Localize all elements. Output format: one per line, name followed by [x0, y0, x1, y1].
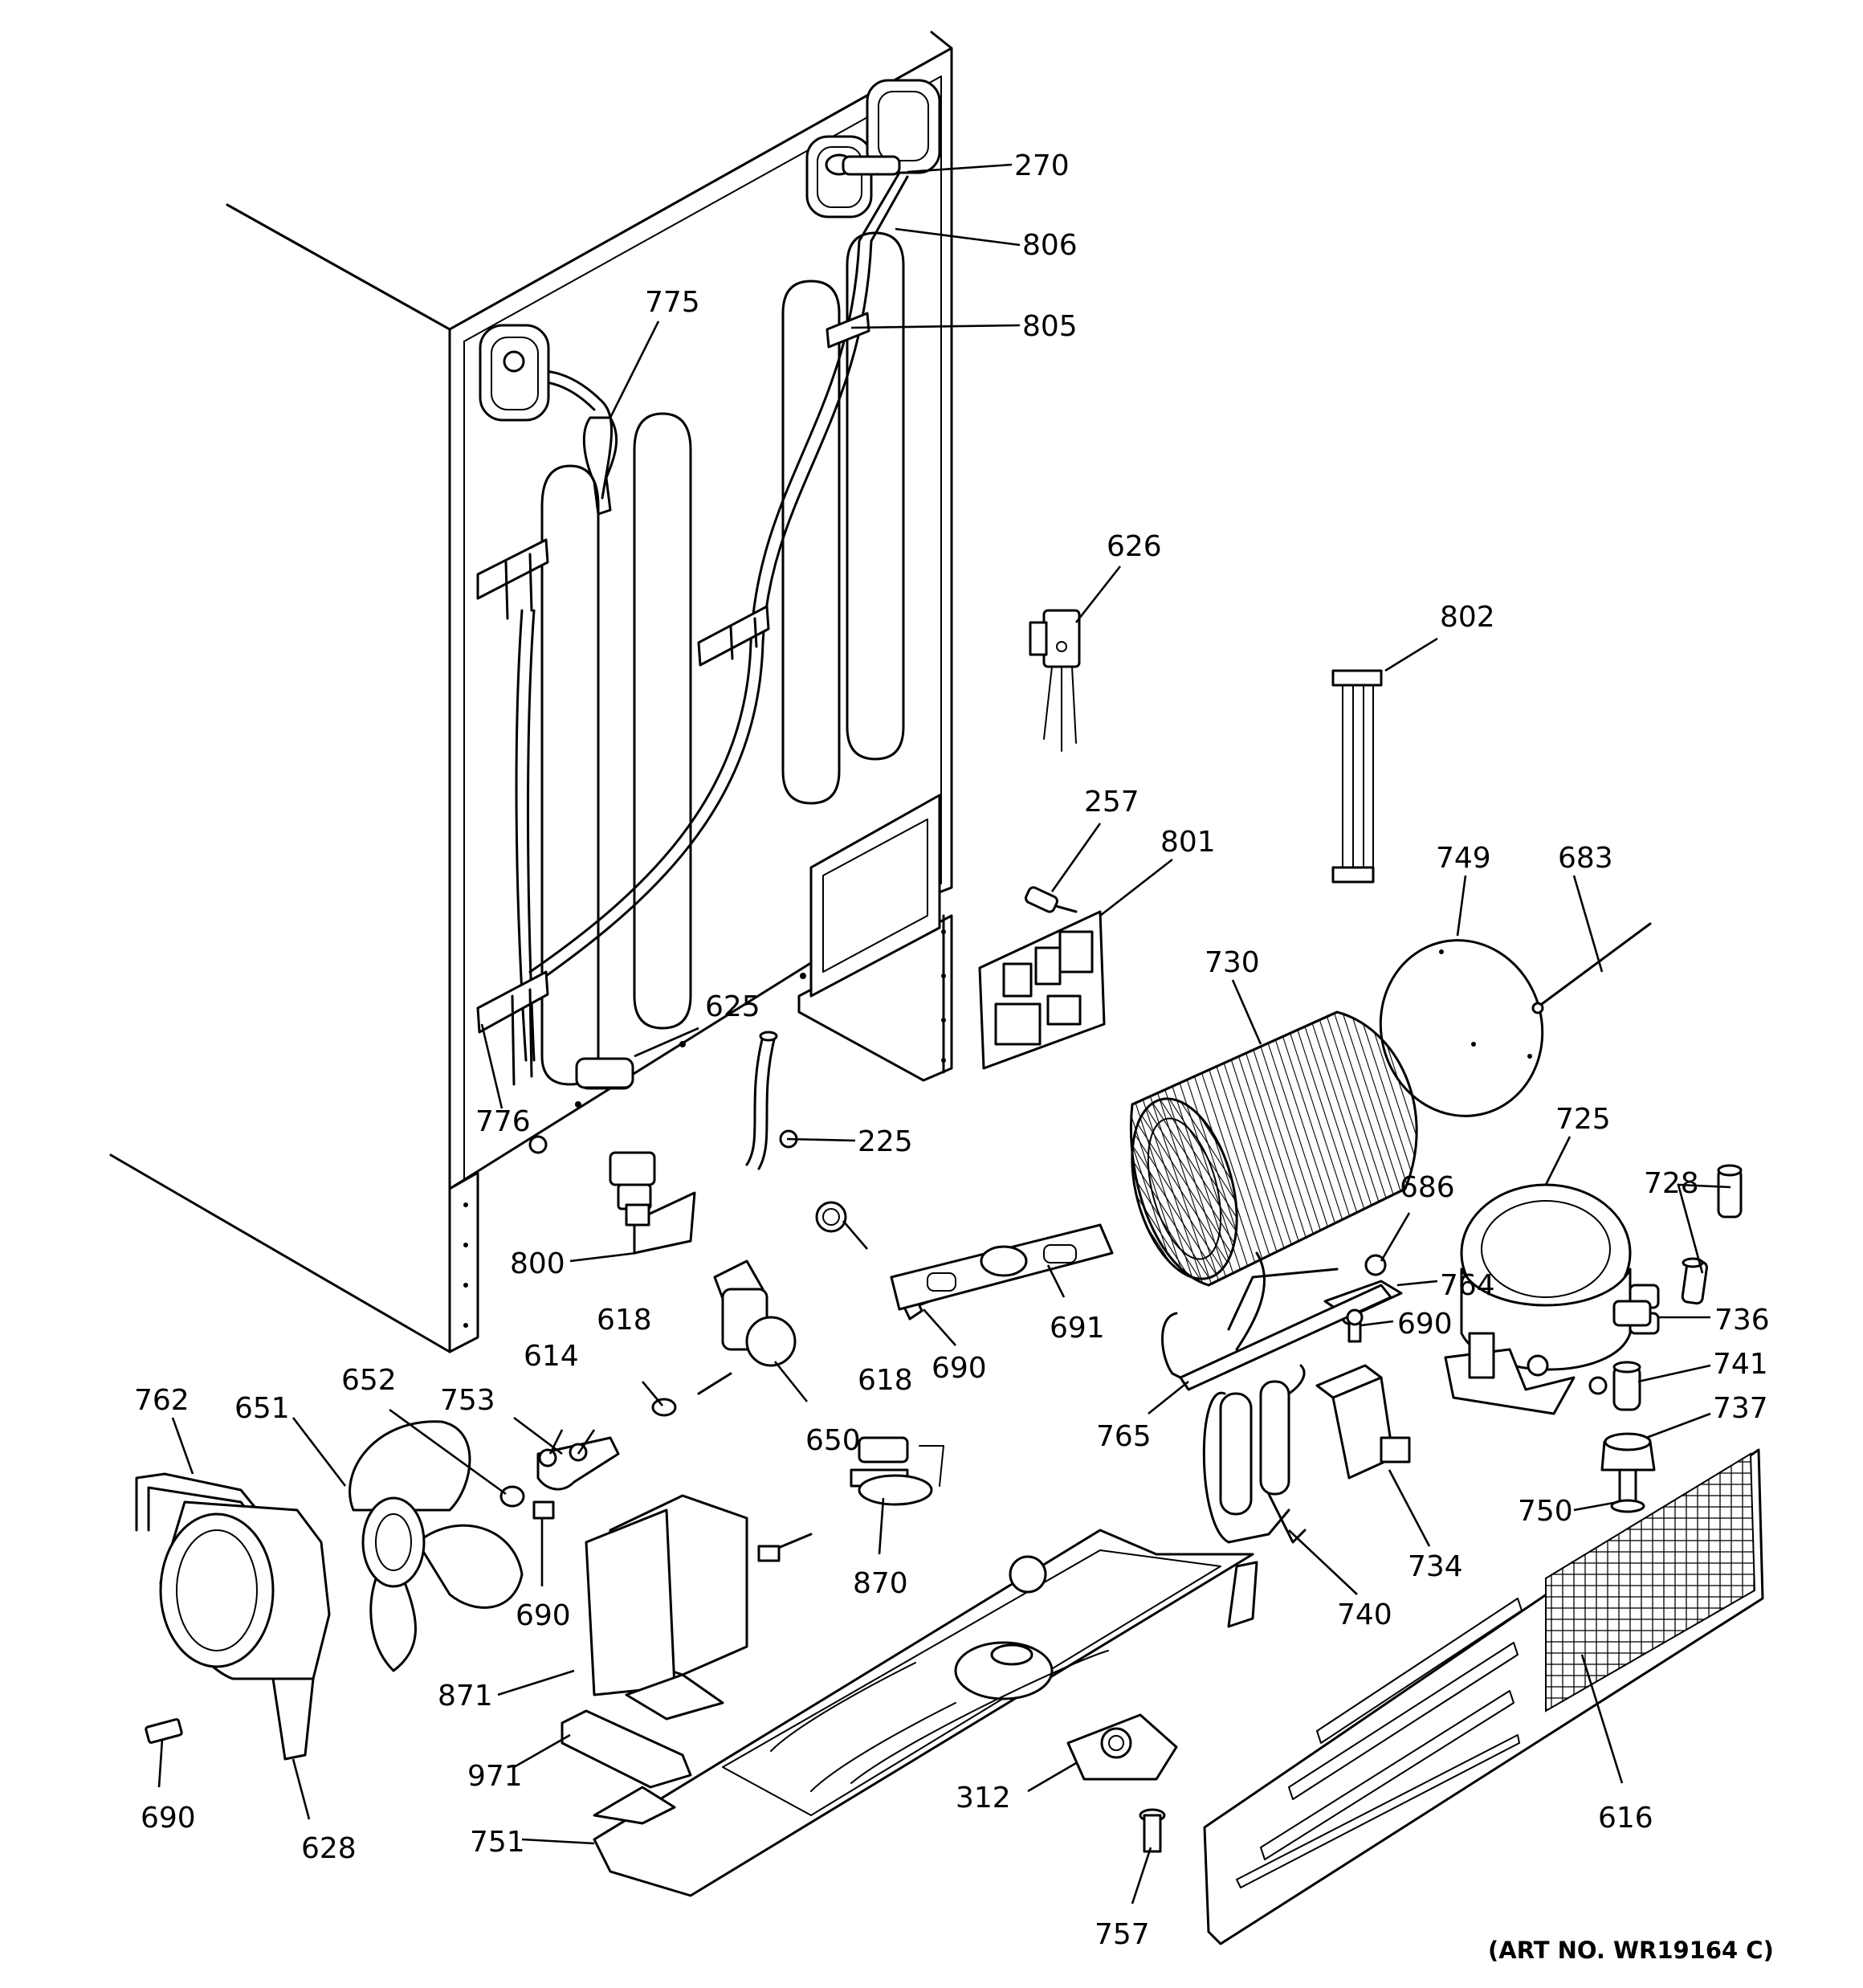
callout-691: 691 — [1050, 1312, 1105, 1345]
bracket-691 — [890, 1223, 1114, 1311]
damper-870 — [757, 1436, 944, 1562]
callout-802: 802 — [1440, 601, 1495, 634]
callout-775: 775 — [645, 286, 700, 319]
callout-765: 765 — [1096, 1420, 1152, 1453]
callout-686: 686 — [1400, 1171, 1455, 1204]
art-number: (ART NO. WR19164 C) — [1488, 1937, 1774, 1964]
callout-651: 651 — [234, 1392, 290, 1425]
capacitor-734 — [1315, 1364, 1411, 1480]
callout-805: 805 — [1022, 310, 1078, 343]
callout-683: 683 — [1558, 842, 1613, 875]
callout-690-right: 690 — [1397, 1308, 1453, 1341]
compressor-725 — [1444, 1183, 1660, 1415]
callout-652: 652 — [341, 1364, 397, 1397]
callout-626: 626 — [1107, 530, 1162, 563]
stud-750 — [1610, 1468, 1645, 1513]
condenser-fan-motor-650 — [697, 1259, 797, 1395]
callout-614: 614 — [524, 1340, 579, 1373]
callout-690-center: 690 — [516, 1599, 571, 1632]
callout-762: 762 — [134, 1384, 190, 1417]
main-control-871 — [585, 1494, 748, 1721]
callout-801: 801 — [1160, 826, 1216, 859]
drain-tube-225 — [745, 1031, 798, 1170]
defrost-sensor-800 — [609, 1151, 696, 1255]
bracket-625 — [575, 1057, 634, 1089]
callout-736: 736 — [1714, 1304, 1770, 1337]
relay-626 — [1029, 609, 1081, 752]
cabinet-back-panel — [109, 31, 953, 1353]
callout-734: 734 — [1408, 1550, 1463, 1583]
callout-616: 616 — [1598, 1802, 1653, 1835]
brace-765 — [1179, 1284, 1392, 1391]
callout-737: 737 — [1713, 1392, 1768, 1425]
callout-749: 749 — [1436, 842, 1491, 875]
roller-312 — [1066, 1713, 1178, 1781]
callout-740: 740 — [1337, 1598, 1392, 1631]
callout-270: 270 — [1014, 149, 1070, 182]
dryer-740 — [1202, 1364, 1307, 1544]
callout-971: 971 — [467, 1760, 523, 1793]
callout-750: 750 — [1518, 1495, 1573, 1528]
evaporator-fan-housing-628 — [159, 1500, 331, 1761]
sleeve-741 — [1612, 1361, 1641, 1411]
callout-753: 753 — [440, 1384, 495, 1417]
callout-800: 800 — [510, 1247, 565, 1280]
callout-725: 725 — [1555, 1103, 1611, 1136]
hardware-618 — [651, 1201, 847, 1417]
grommet-737 — [1600, 1432, 1656, 1472]
callout-806: 806 — [1022, 229, 1078, 262]
evaporator-fan-blade-651 — [349, 1420, 524, 1672]
nut-652 — [499, 1485, 525, 1508]
tube-hanger — [1161, 1268, 1339, 1379]
callout-225: 225 — [858, 1125, 913, 1158]
leveling-leg-757 — [1139, 1808, 1166, 1853]
callout-690-left: 690 — [141, 1802, 196, 1835]
callout-690-mid: 690 — [932, 1352, 987, 1385]
callout-871: 871 — [438, 1680, 493, 1712]
control-board-801 — [978, 910, 1106, 1070]
bracket-971 — [561, 1709, 692, 1825]
overload-736 — [1612, 1300, 1652, 1327]
callout-728: 728 — [1644, 1167, 1699, 1200]
leader-lines — [157, 163, 1731, 1904]
callout-650: 650 — [805, 1424, 861, 1457]
screw-690-center — [532, 1500, 555, 1520]
callout-618-left: 618 — [597, 1304, 652, 1337]
grommets — [479, 79, 941, 422]
condenser-coil-730 — [1130, 1010, 1418, 1351]
screw-690-left — [145, 1718, 183, 1744]
callout-776: 776 — [475, 1105, 531, 1138]
callout-757: 757 — [1095, 1918, 1150, 1951]
callout-751: 751 — [470, 1826, 525, 1859]
grille-616 — [1203, 1448, 1764, 1945]
callout-625: 625 — [705, 990, 760, 1023]
thermistor-257 — [1025, 886, 1078, 913]
callout-741: 741 — [1713, 1348, 1768, 1381]
callout-257: 257 — [1084, 786, 1139, 818]
base-pan-751 — [593, 1529, 1258, 1897]
callout-618-right: 618 — [858, 1364, 913, 1397]
callout-764: 764 — [1440, 1269, 1495, 1302]
callout-312: 312 — [956, 1782, 1011, 1815]
grommets-728 — [1681, 1164, 1743, 1305]
wire-683 — [1531, 922, 1652, 1014]
callout-labels: 270 806 805 775 626 802 257 801 749 683 … — [134, 149, 1774, 1964]
callout-730: 730 — [1205, 946, 1260, 979]
callout-628: 628 — [301, 1832, 357, 1865]
harness-802 — [1331, 669, 1383, 884]
callout-870: 870 — [853, 1567, 908, 1600]
